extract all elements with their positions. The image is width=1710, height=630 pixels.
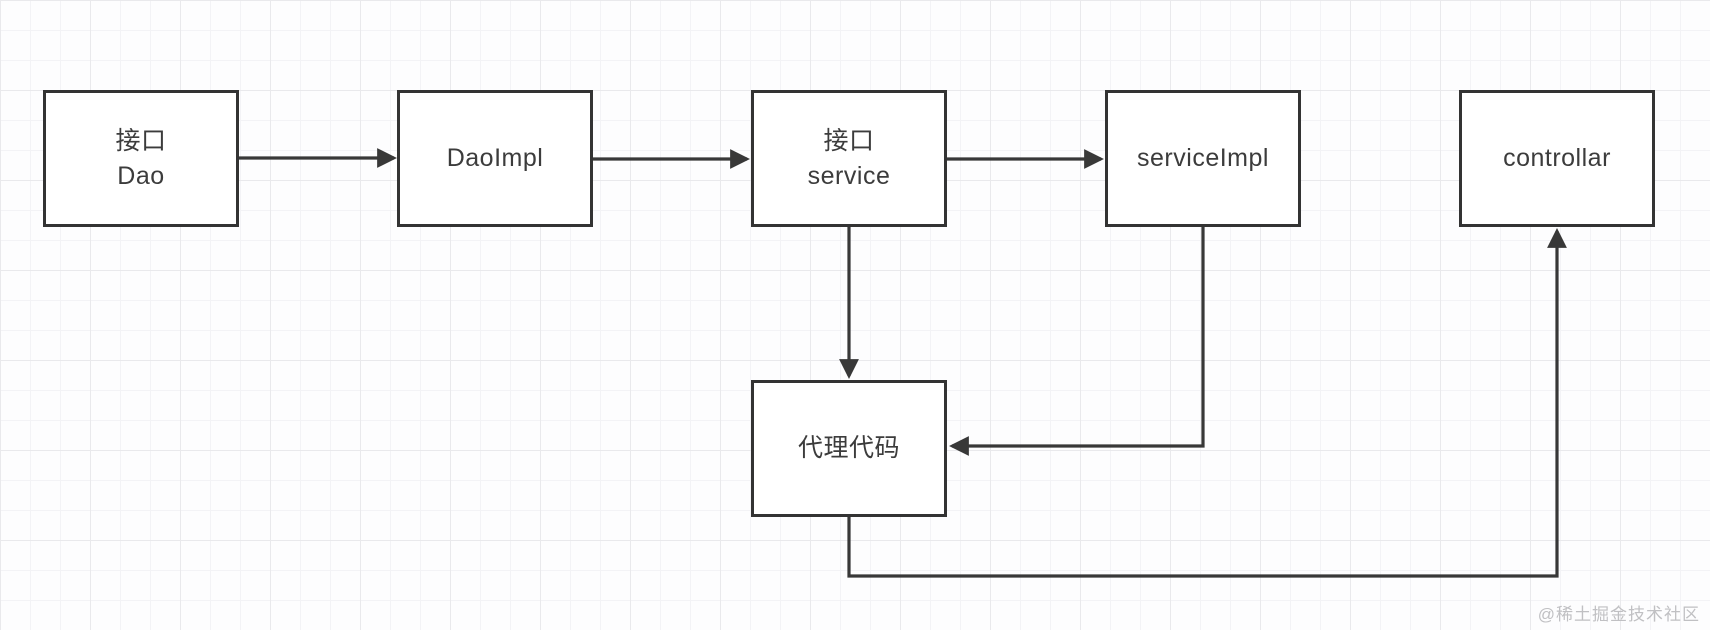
node-controllar: controllar	[1459, 90, 1655, 227]
node-serviceimpl-label: serviceImpl	[1137, 144, 1269, 172]
node-proxy-label: 代理代码	[797, 434, 900, 462]
node-dao: 接口 Dao	[43, 90, 239, 227]
node-service: 接口 service	[751, 90, 947, 227]
node-service-label: 接口 service	[807, 126, 891, 190]
node-daoimpl: DaoImpl	[397, 90, 593, 227]
node-daoimpl-label: DaoImpl	[446, 144, 544, 172]
watermark: @稀土掘金技术社区	[1537, 605, 1700, 624]
edge-serviceimpl-to-proxy	[949, 227, 1205, 456]
edge-proxy-to-controllar	[847, 228, 1567, 578]
node-serviceimpl: serviceImpl	[1105, 90, 1301, 227]
node-proxy: 代理代码	[751, 380, 947, 517]
node-controllar-label: controllar	[1503, 144, 1611, 172]
node-dao-label: 接口 Dao	[115, 126, 167, 190]
